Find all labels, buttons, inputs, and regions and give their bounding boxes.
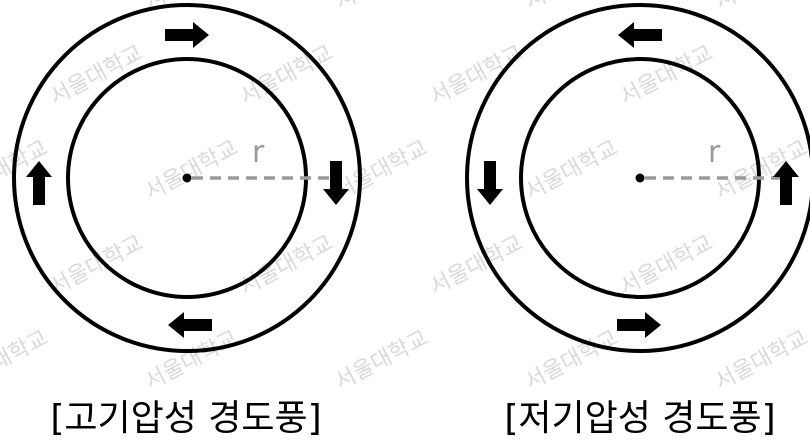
- watermark-text: 서울대학교: [0, 0, 52, 15]
- watermark-text: 서울대학교: [806, 231, 810, 301]
- arrow-top-left: [618, 22, 662, 48]
- watermark-text: 서울대학교: [616, 231, 717, 301]
- outer-circle: [465, 3, 810, 353]
- watermark-text: 서울대학교: [46, 231, 147, 301]
- watermark-text: 서울대학교: [331, 0, 432, 15]
- watermark-text: 서울대학교: [426, 41, 527, 111]
- outer-circle: [12, 3, 362, 353]
- caption-anticyclonic: [고기압성 경도풍]: [50, 398, 321, 439]
- arrow-right-up: [773, 161, 799, 205]
- arrow-left-down: [477, 161, 503, 205]
- watermark-text: 서울대학교: [0, 326, 52, 396]
- arrow-bottom-left: [168, 312, 212, 338]
- watermark-text: 서울대학교: [711, 326, 810, 396]
- watermark-text: 서울대학교: [141, 136, 242, 206]
- watermark-text: 서울대학교: [806, 41, 810, 111]
- arrow-top-right: [165, 22, 209, 48]
- arrow-right-down: [323, 161, 349, 205]
- center-point: [182, 173, 192, 183]
- caption-cyclonic: [저기압성 경도풍]: [504, 398, 775, 439]
- watermark-text: 서울대학교: [426, 231, 527, 301]
- watermark-text: 서울대학교: [331, 326, 432, 396]
- cyclonic-diagram: r [저기압성 경도풍]: [465, 3, 810, 439]
- radius-label: r: [708, 135, 721, 170]
- watermark-text: 서울대학교: [141, 326, 242, 396]
- watermark-text: 서울대학교: [521, 136, 622, 206]
- center-point: [635, 173, 645, 183]
- arrow-left-up: [26, 161, 52, 205]
- anticyclonic-diagram: r [고기압성 경도풍]: [12, 3, 362, 439]
- radius-label: r: [252, 135, 265, 170]
- arrow-bottom-right: [617, 312, 661, 338]
- watermark-text: 서울대학교: [711, 0, 810, 15]
- watermark-text: 서울대학교: [331, 136, 432, 206]
